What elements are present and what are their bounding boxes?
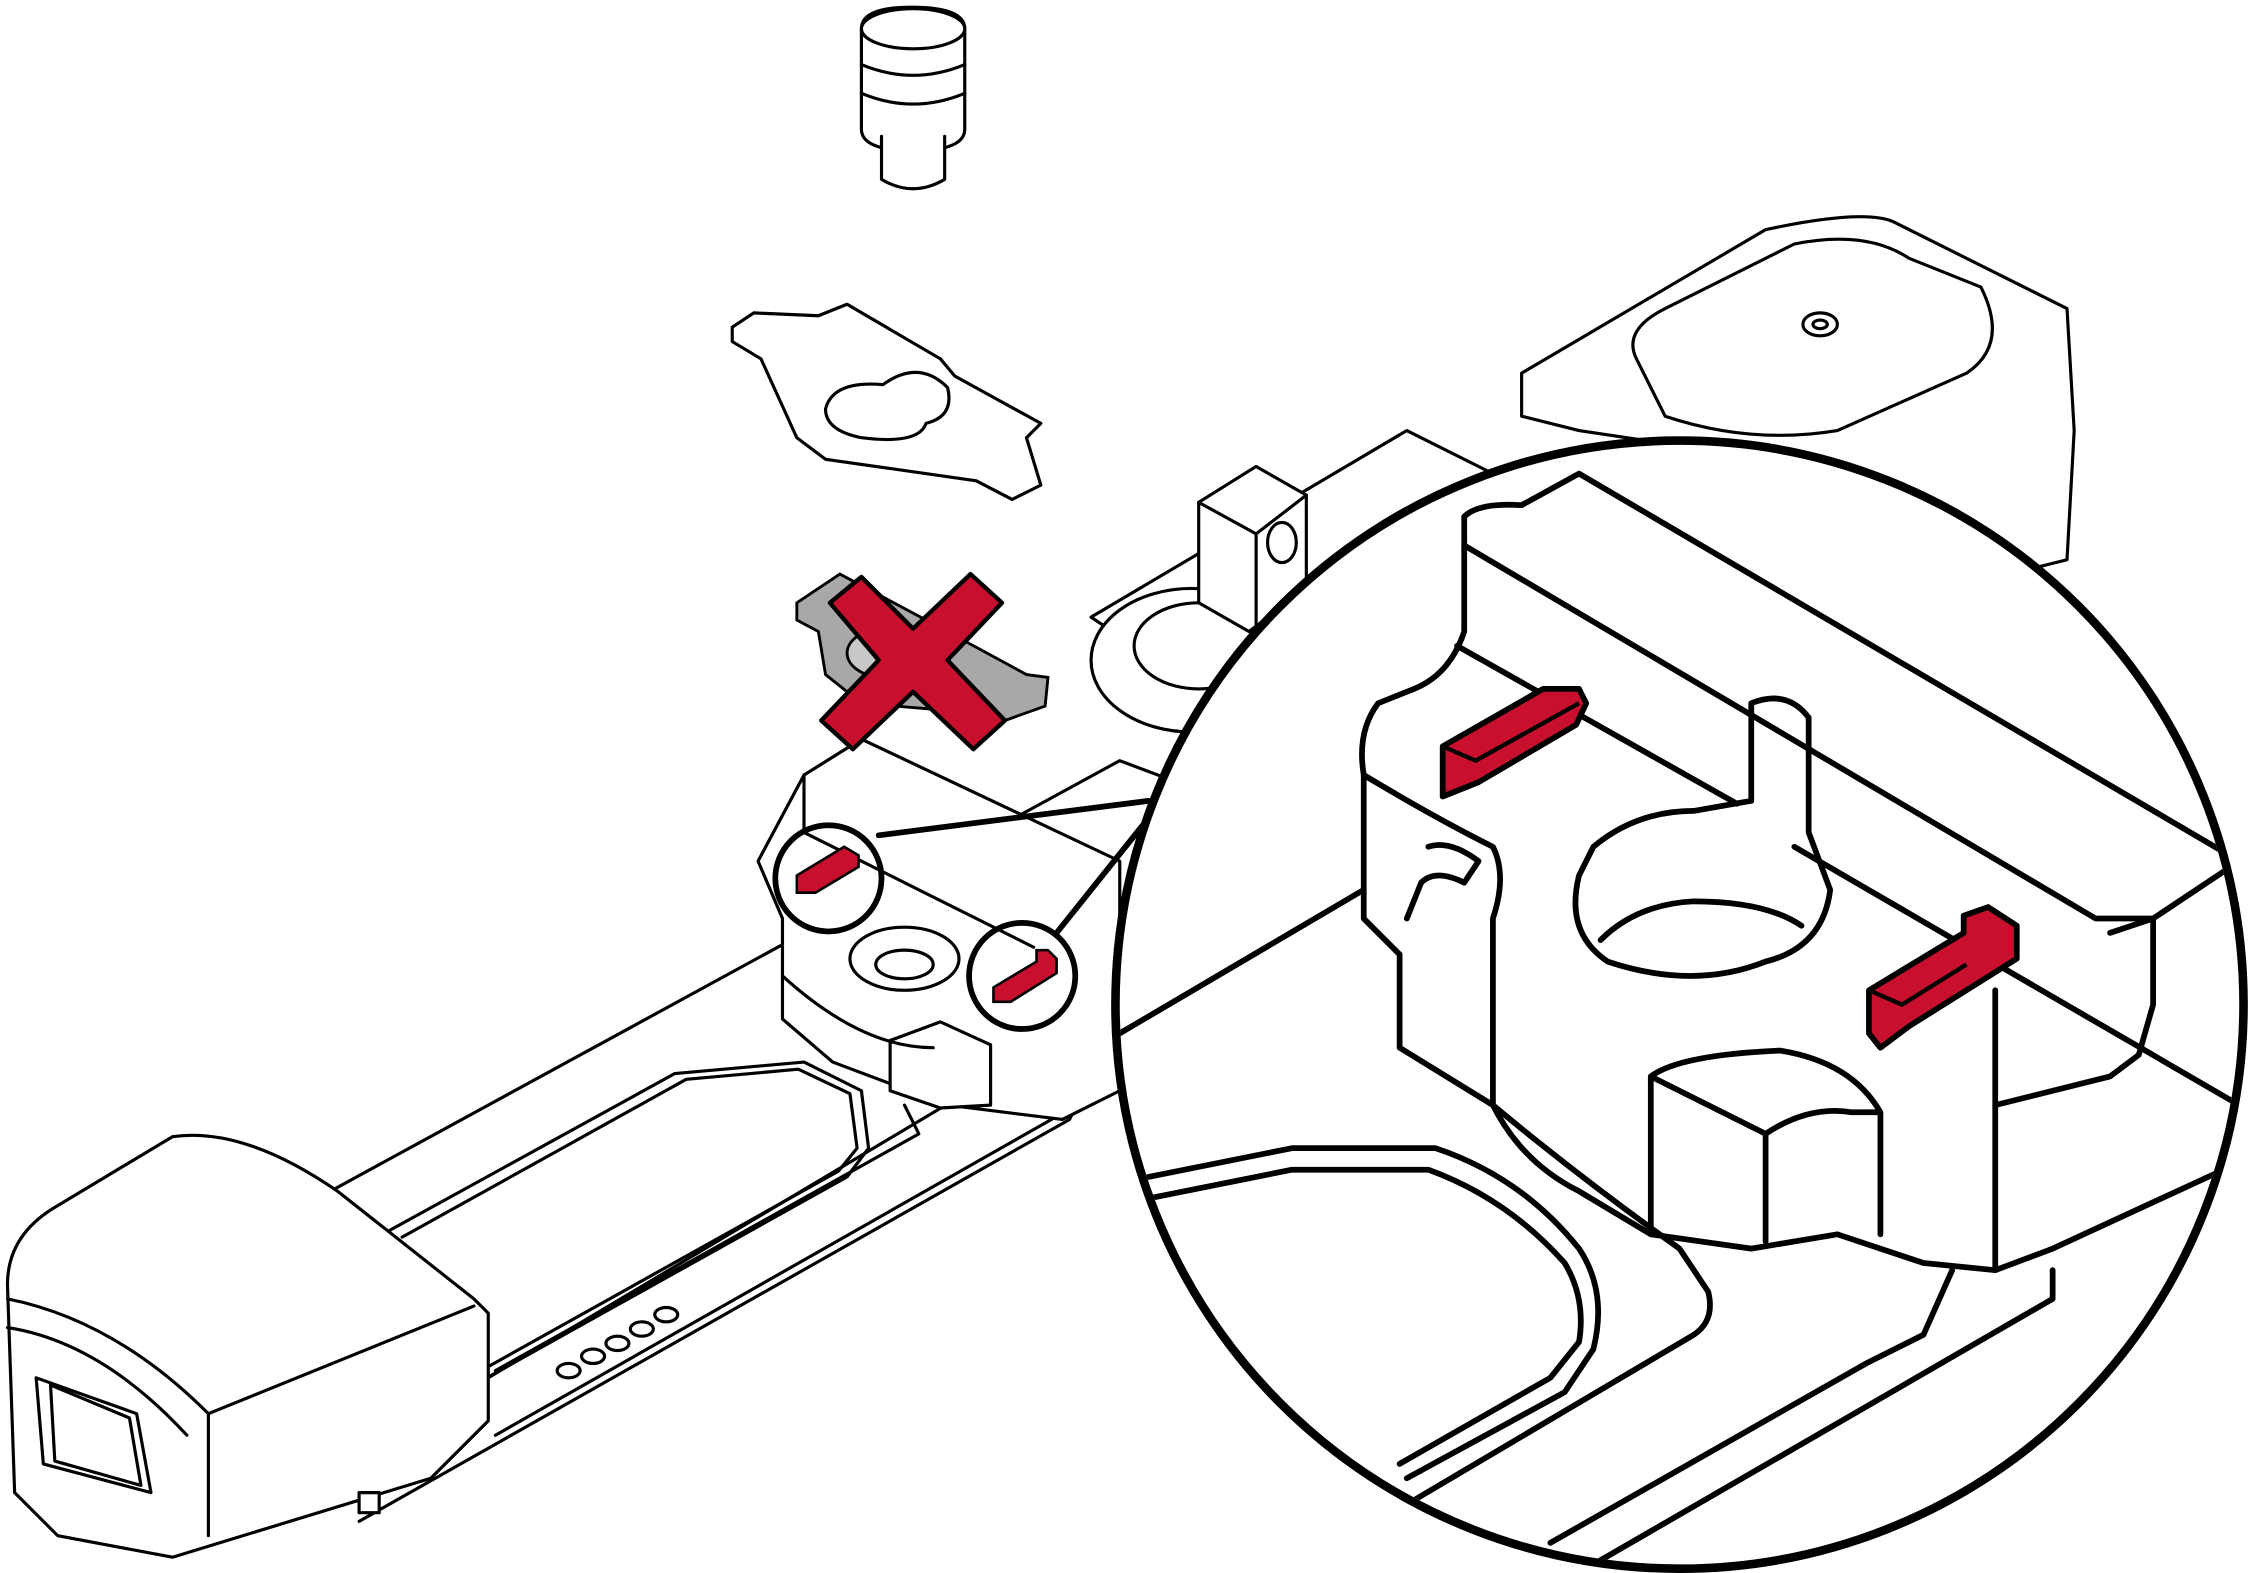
zoomed-red-tab-right bbox=[1866, 904, 2020, 1051]
magnified-detail bbox=[1111, 436, 2248, 1573]
selector-dial bbox=[756, 737, 1122, 1122]
callout-tab-left bbox=[772, 822, 885, 935]
zoomed-red-tab-left bbox=[1439, 686, 1590, 800]
callout-tab-right bbox=[966, 919, 1079, 1032]
spacer-plate bbox=[730, 302, 1043, 502]
callout-leader-lines bbox=[875, 797, 1152, 936]
x-mark-icon bbox=[819, 571, 1008, 752]
left-housing bbox=[5, 1133, 490, 1559]
indicator-holes bbox=[555, 1305, 680, 1380]
knob-cap bbox=[859, 5, 967, 191]
motor-housing bbox=[1520, 215, 2076, 576]
